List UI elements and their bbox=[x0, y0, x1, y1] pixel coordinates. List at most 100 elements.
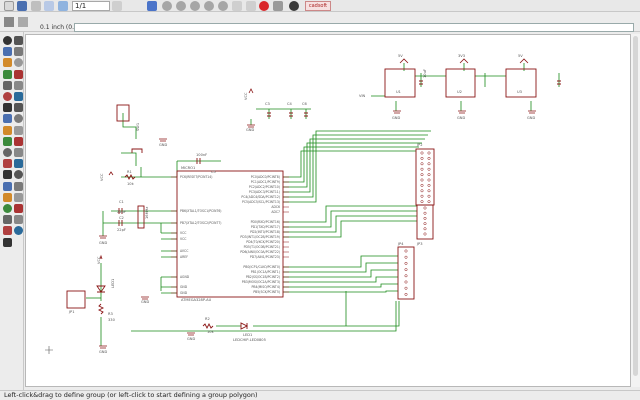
redo-icon[interactable] bbox=[246, 1, 256, 11]
attribute-tool-icon[interactable] bbox=[3, 215, 12, 225]
add-tool-icon[interactable] bbox=[3, 103, 12, 113]
grid-icon[interactable] bbox=[4, 17, 14, 27]
net-tool-icon[interactable] bbox=[14, 192, 23, 202]
schematic-drawing[interactable]: MICRO1 ATMEGA328P-AU 100nF C5 16MHz C1 2… bbox=[26, 35, 632, 388]
use-library-icon[interactable] bbox=[147, 1, 157, 11]
paste-tool-icon[interactable] bbox=[3, 92, 12, 101]
pinswap-tool-icon[interactable] bbox=[14, 148, 23, 157]
text-tool-icon[interactable] bbox=[14, 159, 23, 169]
name-tool-icon[interactable] bbox=[3, 114, 12, 124]
help-icon[interactable] bbox=[289, 1, 299, 11]
schematic-labels: MICRO1 ATMEGA328P-AU 100nF C5 16MHz C1 2… bbox=[68, 54, 535, 354]
crystal-q1[interactable] bbox=[137, 205, 145, 229]
mark-tool-icon[interactable] bbox=[14, 47, 23, 57]
header-pin bbox=[423, 222, 427, 226]
zoom-select-icon[interactable] bbox=[204, 1, 214, 11]
rotate-tool-icon[interactable] bbox=[14, 69, 23, 79]
header-jp4[interactable] bbox=[397, 246, 415, 300]
miter-tool-icon[interactable] bbox=[14, 125, 23, 135]
wire-tool-icon[interactable] bbox=[3, 159, 12, 169]
regulator-u1[interactable] bbox=[384, 68, 416, 98]
erc-tool-icon[interactable] bbox=[3, 226, 12, 236]
errors-tool-icon[interactable] bbox=[14, 226, 23, 236]
led1[interactable] bbox=[240, 322, 249, 330]
header-pin bbox=[423, 206, 427, 210]
dimension-tool-icon[interactable] bbox=[14, 215, 23, 225]
value-tool-icon[interactable] bbox=[14, 114, 23, 124]
cam-icon[interactable] bbox=[44, 1, 54, 11]
mcu-left-pin-label: PC6(RESET/PCINT14) bbox=[180, 175, 212, 179]
layer-icon[interactable] bbox=[18, 17, 28, 27]
gnd-u1: GND bbox=[392, 116, 400, 120]
gateswap-tool-icon[interactable] bbox=[3, 148, 12, 157]
header-pin bbox=[420, 173, 424, 177]
split-tool-icon[interactable] bbox=[3, 136, 12, 146]
caps-c1-c2[interactable] bbox=[118, 208, 123, 226]
cap-c5[interactable] bbox=[196, 158, 201, 164]
display-tool-icon[interactable] bbox=[3, 47, 12, 57]
reg-out-caps[interactable] bbox=[419, 80, 561, 85]
drc-tool-icon[interactable] bbox=[3, 237, 12, 247]
resistor-r1[interactable] bbox=[124, 173, 136, 181]
switch-sw1[interactable] bbox=[116, 104, 130, 122]
sheet-select[interactable]: 1/1 bbox=[72, 1, 110, 11]
replace-tool-icon[interactable] bbox=[14, 103, 23, 113]
resistor-r3[interactable] bbox=[97, 303, 105, 315]
info-tool-icon[interactable] bbox=[3, 36, 12, 45]
command-input[interactable] bbox=[74, 23, 634, 32]
move-tool-icon[interactable] bbox=[3, 58, 12, 68]
bus-tool-icon[interactable] bbox=[3, 192, 12, 202]
switch-contact[interactable] bbox=[131, 148, 143, 153]
regulator-u2[interactable] bbox=[445, 68, 476, 98]
group-tool-icon[interactable] bbox=[3, 80, 12, 90]
junction-tool-icon[interactable] bbox=[3, 204, 12, 213]
redraw-icon[interactable] bbox=[218, 1, 228, 11]
jumper-jp1[interactable] bbox=[66, 290, 86, 309]
mcu-right-pin-label: PC0(ADC0/PCINT8) bbox=[251, 175, 280, 179]
header-jp3-label: JP3 bbox=[416, 242, 423, 246]
resistor-r2[interactable] bbox=[202, 322, 214, 330]
mcu-left-pin-label: AGND bbox=[180, 275, 190, 279]
arc-tool-icon[interactable] bbox=[14, 170, 23, 180]
rect-tool-icon[interactable] bbox=[3, 181, 12, 191]
sheet-dropdown-icon[interactable] bbox=[112, 1, 122, 11]
schematic-canvas[interactable]: MICRO1 ATMEGA328P-AU 100nF C5 16MHz C1 2… bbox=[25, 34, 631, 387]
c1-value: 22pF bbox=[117, 210, 126, 214]
label-tool-icon[interactable] bbox=[14, 204, 23, 213]
show-tool-icon[interactable] bbox=[14, 36, 23, 45]
vertical-scroll-thumb[interactable] bbox=[633, 36, 638, 376]
board-icon[interactable] bbox=[58, 1, 68, 11]
led-left[interactable] bbox=[96, 285, 106, 293]
go-icon[interactable] bbox=[273, 1, 283, 11]
mirror-tool-icon[interactable] bbox=[3, 69, 12, 79]
polygon-tool-icon[interactable] bbox=[14, 181, 23, 191]
header-jp3[interactable] bbox=[416, 204, 434, 240]
header-jp2[interactable] bbox=[415, 148, 435, 206]
change-tool-icon[interactable] bbox=[14, 80, 23, 90]
open-icon[interactable] bbox=[4, 1, 14, 11]
stop-icon[interactable] bbox=[259, 1, 269, 11]
zoom-in-icon[interactable] bbox=[176, 1, 186, 11]
c2-value: 22pF bbox=[117, 228, 126, 232]
mcu-body[interactable] bbox=[176, 170, 284, 298]
c3-name: C3 bbox=[265, 102, 270, 106]
print-icon[interactable] bbox=[31, 1, 41, 11]
regulator-u3[interactable] bbox=[505, 68, 537, 98]
invoke-tool-icon[interactable] bbox=[14, 136, 23, 146]
header-pins bbox=[404, 151, 431, 296]
delete-tool-icon[interactable] bbox=[14, 92, 23, 101]
reg-caps[interactable] bbox=[267, 112, 308, 117]
mcu-right-pin-label: PD1(TXD/PCINT17) bbox=[251, 225, 280, 229]
zoom-fit-icon[interactable] bbox=[162, 1, 172, 11]
copy-tool-icon[interactable] bbox=[14, 58, 23, 68]
mcu-right-pin-label: PD3(INT1/OC2B/PCINT19) bbox=[240, 235, 280, 239]
mcu-right-pin-label: PC3(ADC3/PCINT11) bbox=[249, 190, 280, 194]
zoom-out-icon[interactable] bbox=[190, 1, 200, 11]
save-icon[interactable] bbox=[17, 1, 27, 11]
undo-icon[interactable] bbox=[232, 1, 242, 11]
c5-value: 100nF bbox=[196, 153, 207, 157]
circle-tool-icon[interactable] bbox=[3, 170, 12, 180]
header-pin bbox=[404, 261, 408, 265]
smash-tool-icon[interactable] bbox=[3, 125, 12, 135]
header-pin bbox=[420, 178, 424, 182]
